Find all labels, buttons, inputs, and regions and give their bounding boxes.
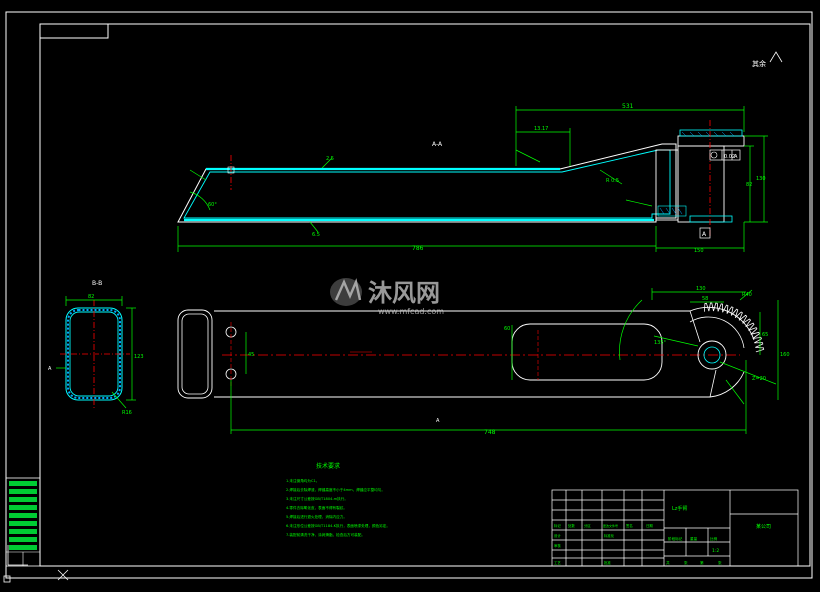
title-block xyxy=(551,489,799,567)
title-row-2: 审核 xyxy=(554,543,561,548)
dim-height-right-1: 82 xyxy=(746,182,752,188)
view-marker-plan: A xyxy=(436,418,440,424)
title-part-name: Lz手臂 xyxy=(672,505,687,512)
title-row-4: 标准化 xyxy=(604,533,615,538)
plan-view xyxy=(177,302,765,399)
watermark-logo-icon xyxy=(330,278,362,306)
title-stage-label: 阶段标记 xyxy=(668,536,683,541)
title-header-6: 日期 xyxy=(646,523,653,528)
tech-req-title: 技术要求 xyxy=(316,462,340,470)
dim-wall-note-2: 6.5 xyxy=(312,232,320,238)
dim-tooth-note: Z=20 xyxy=(752,376,766,382)
tech-req-line-2: 2.焊接后去除焊渣，焊缝高度不小于4mm，焊缝应平整均匀。 xyxy=(286,487,385,492)
title-row-1: 设计 xyxy=(554,533,561,538)
dim-wall-note-1: 2.5 xyxy=(326,156,334,162)
dim-plan-angle: 135° xyxy=(654,340,667,346)
dim-angle-top: 60° xyxy=(208,202,217,208)
dim-height-right-2: 130 xyxy=(756,176,766,182)
dim-overall-length-top: 786 xyxy=(412,245,424,252)
dim-gear-sub: 58 xyxy=(702,296,708,302)
title-header-4: 更改文件号 xyxy=(603,523,618,528)
tech-req-line-5: 5.焊接后进行退火处理，消除内应力。 xyxy=(286,514,347,519)
title-scale-value: 1:2 xyxy=(712,548,719,554)
title-sheet-1: 共 xyxy=(666,560,670,565)
ucs-icon xyxy=(3,545,69,583)
title-header-2: 处数 xyxy=(568,523,575,528)
title-row-5: 批准 xyxy=(604,560,611,565)
section-label-aa: A-A xyxy=(432,141,443,148)
watermark-url: www.mfcad.com xyxy=(378,307,444,316)
dim-section-width: 82 xyxy=(88,294,94,300)
dim-gear-height: 65 xyxy=(762,332,768,338)
plan-view-dimensions xyxy=(230,288,779,434)
dim-hole-spacing: 45 xyxy=(248,352,254,358)
title-sheet-4: 张 xyxy=(718,560,722,565)
tech-req-line-6: 6.未注形位公差按GB/T1184-K执行，表面喷漆处理，颜色另定。 xyxy=(286,523,390,528)
tech-req-line-7: 7.装配前清洗干净，涂润滑脂，检查后方可装配。 xyxy=(286,532,365,537)
tech-req-line-4: 4.零件去除氧化皮，表面不得有裂纹。 xyxy=(286,505,347,510)
tolerance-value: 0.02 xyxy=(724,154,735,160)
dim-gear-width: 130 xyxy=(696,286,706,292)
dim-right-span: 531 xyxy=(622,103,634,110)
dim-sub-span: 13.17 xyxy=(534,126,548,132)
title-company: 某公司 xyxy=(756,524,771,530)
section-view-bb: B-B 82 123 R16 A xyxy=(48,280,144,416)
title-sheet-2: 张 xyxy=(684,560,688,565)
title-sheet-3: 第 xyxy=(700,560,704,565)
left-revision-strip xyxy=(5,477,41,567)
section-aa-dimensions xyxy=(177,106,768,252)
gear-teeth xyxy=(704,302,765,353)
dim-overall-length-plan: 748 xyxy=(484,429,496,436)
inner-border xyxy=(39,23,811,567)
title-scale-label: 比例 xyxy=(710,536,718,541)
tech-req-line-3: 3.未注尺寸公差按GB/T1804-m执行。 xyxy=(286,496,348,501)
dim-radius-note: R 0.5 xyxy=(606,178,619,184)
roughness-symbol xyxy=(769,51,783,63)
dim-section-radius: R16 xyxy=(122,410,132,416)
technical-requirements: 技术要求 1.未注倒角均为C1。 2.焊接后去除焊渣，焊缝高度不小于4mm，焊缝… xyxy=(286,462,390,537)
dim-gear-note: 160 xyxy=(780,352,790,358)
datum-box-label: A xyxy=(702,231,707,238)
title-header-3: 分区 xyxy=(584,523,591,528)
roughness-note: 其余 xyxy=(752,59,766,68)
watermark-brand: 沐风网 xyxy=(368,279,440,307)
section-label-bb: B-B xyxy=(92,280,102,287)
view-marker-a: A xyxy=(48,366,52,372)
dim-bottom-right: 150 xyxy=(694,248,704,254)
dim-section-height: 123 xyxy=(134,354,144,360)
watermark: 沐风网 www.mfcad.com xyxy=(330,278,444,316)
dim-gear-radius: R40 xyxy=(742,292,752,298)
title-header-5: 签名 xyxy=(626,523,633,528)
title-row-3: 工艺 xyxy=(554,560,561,565)
title-header-1: 标记 xyxy=(554,523,561,528)
drawing-number-box xyxy=(39,23,109,39)
section-view-aa: A-A 0.02 A A xyxy=(177,120,745,239)
tech-req-line-1: 1.未注倒角均为C1。 xyxy=(286,478,319,483)
title-weight-label: 重量 xyxy=(690,536,698,541)
outer-border xyxy=(5,11,813,579)
dim-slot-height: 60 xyxy=(504,326,510,332)
tolerance-datum: A xyxy=(734,154,738,160)
